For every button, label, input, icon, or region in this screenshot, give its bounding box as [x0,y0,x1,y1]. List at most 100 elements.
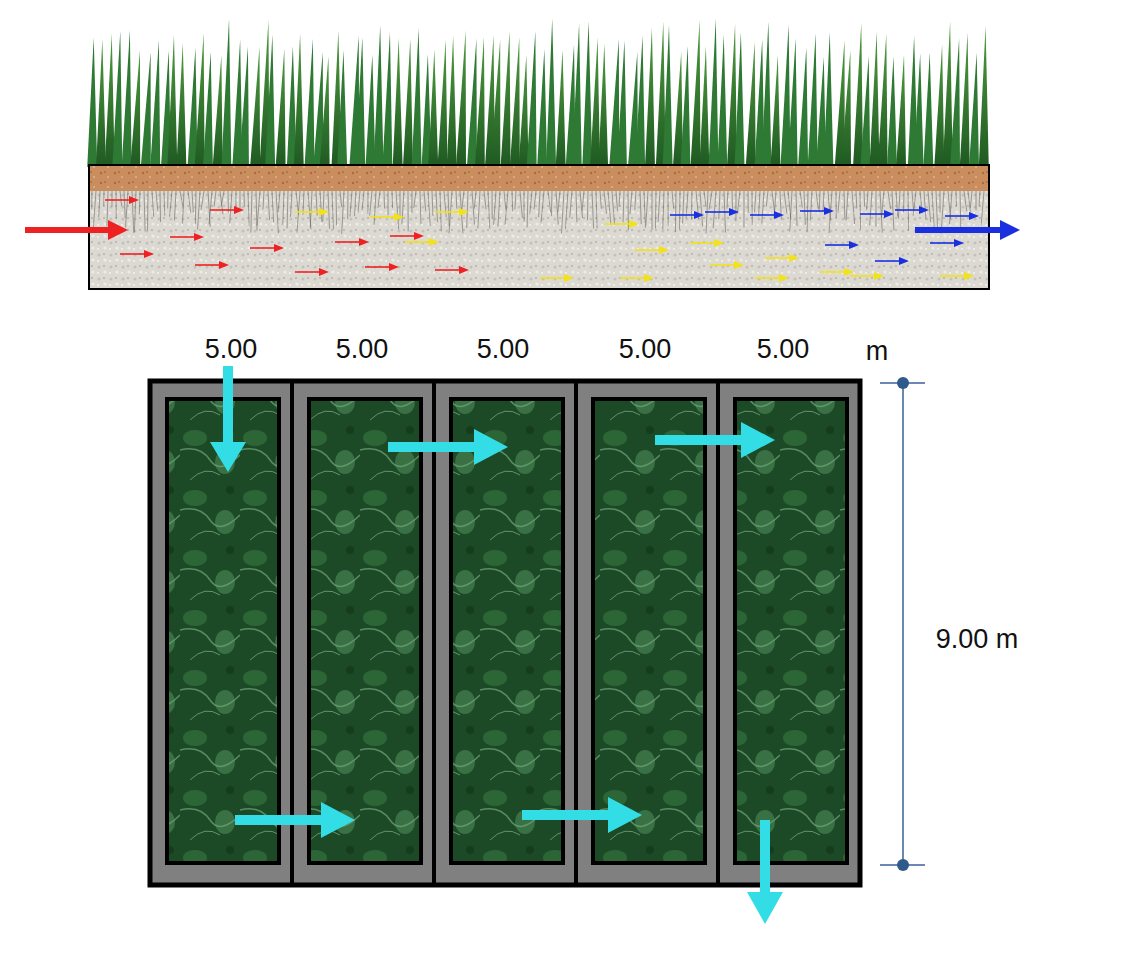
root-strand [120,191,122,206]
root-strand [766,191,768,207]
root-strand [139,191,141,214]
grass-blade [195,33,205,167]
flow-arrow-head [414,232,424,240]
root-strand [644,191,645,228]
root-strand [896,191,898,217]
root-strand [355,191,356,216]
flow-arrow-head [144,250,154,258]
flow-arrow-head [789,254,799,262]
root-strand [534,191,536,209]
dimension-label: 5.00 [757,335,810,365]
soil-layer [89,165,989,191]
root-strand [908,191,910,231]
root-strand [892,191,894,230]
flow-arrow [295,211,321,213]
root-strand [903,191,904,212]
grass-blade [490,39,500,167]
flow-arrow-head [389,263,399,271]
grass-blade [96,39,106,167]
root-strand [940,191,941,212]
grass-blade [869,32,879,167]
root-strand [949,191,952,224]
root-strand [838,191,840,213]
grass-blade [887,56,897,167]
root-strand [700,191,703,227]
grass-blade [798,47,808,167]
root-strand [968,191,970,213]
flow-arrow-head [629,220,639,228]
cell-wall [576,381,718,885]
root-strand [251,191,252,233]
root-strand [420,191,422,224]
root-strand [823,191,824,211]
grass-blade [213,55,223,167]
root-strand [561,191,564,233]
grass-blade [527,31,537,167]
root-strand [582,191,584,211]
dimension-label: 9.00 m [936,625,1019,655]
grass-blade [150,40,160,167]
inflow-arrow [25,227,112,233]
root-strand [912,191,914,210]
root-strand [278,191,280,212]
grass-blade [878,33,888,167]
root-strand [124,191,125,218]
root-strand [539,191,540,217]
root-strand [362,191,364,210]
root-strand [492,191,493,219]
grass-blade [896,55,906,167]
root-strand [898,191,900,219]
flow-arrow [705,211,731,213]
grass-blade [556,50,566,167]
grass-blade [501,31,511,167]
root-strand [558,191,560,212]
root-strand [719,191,720,219]
flow-arrow-head [659,246,669,254]
root-strand [448,191,449,226]
grass-blade [447,36,457,167]
flow-arrow [370,216,396,218]
grass-blade [374,25,384,167]
root-strand [180,191,183,206]
grass-blade [122,30,132,167]
root-strand [396,191,399,230]
flow-arrow-head [274,244,284,252]
flow-arrow-head [774,211,784,219]
flow-arrow-head [734,261,744,269]
root-strand [844,191,846,219]
grass-blade [456,31,466,167]
root-strand [548,191,551,212]
root-strand [103,191,104,206]
grass-blade [788,38,798,167]
root-strand [565,191,568,229]
root-strand [836,191,837,218]
root-strand [979,191,981,206]
dimension-label: 5.00 [205,335,258,365]
root-strand [378,191,380,208]
grass-blade [294,34,304,167]
flow-arrow [690,242,716,244]
grass-blade [770,55,780,167]
root-strand [960,191,962,228]
grass-blade [735,33,745,167]
flow-arrow [170,236,196,238]
flow-arrow-head [849,241,859,249]
flow-arrow-head [899,257,909,265]
grass-blade [403,39,413,167]
root-strand [478,191,480,228]
outflow-arrow-head [1000,220,1020,240]
cell-bed [167,399,279,863]
root-strand [913,191,916,216]
root-strand [512,191,514,212]
root-strand [515,191,516,209]
flow-arrow-head [844,268,854,276]
flow-arrow [435,211,461,213]
root-strand [932,191,934,230]
root-strand [743,191,744,227]
root-strand [201,191,204,210]
root-strand [888,191,891,209]
root-strand [790,191,792,232]
root-strand [679,191,680,229]
root-strand [370,191,372,216]
flow-arrow-head [694,211,704,219]
